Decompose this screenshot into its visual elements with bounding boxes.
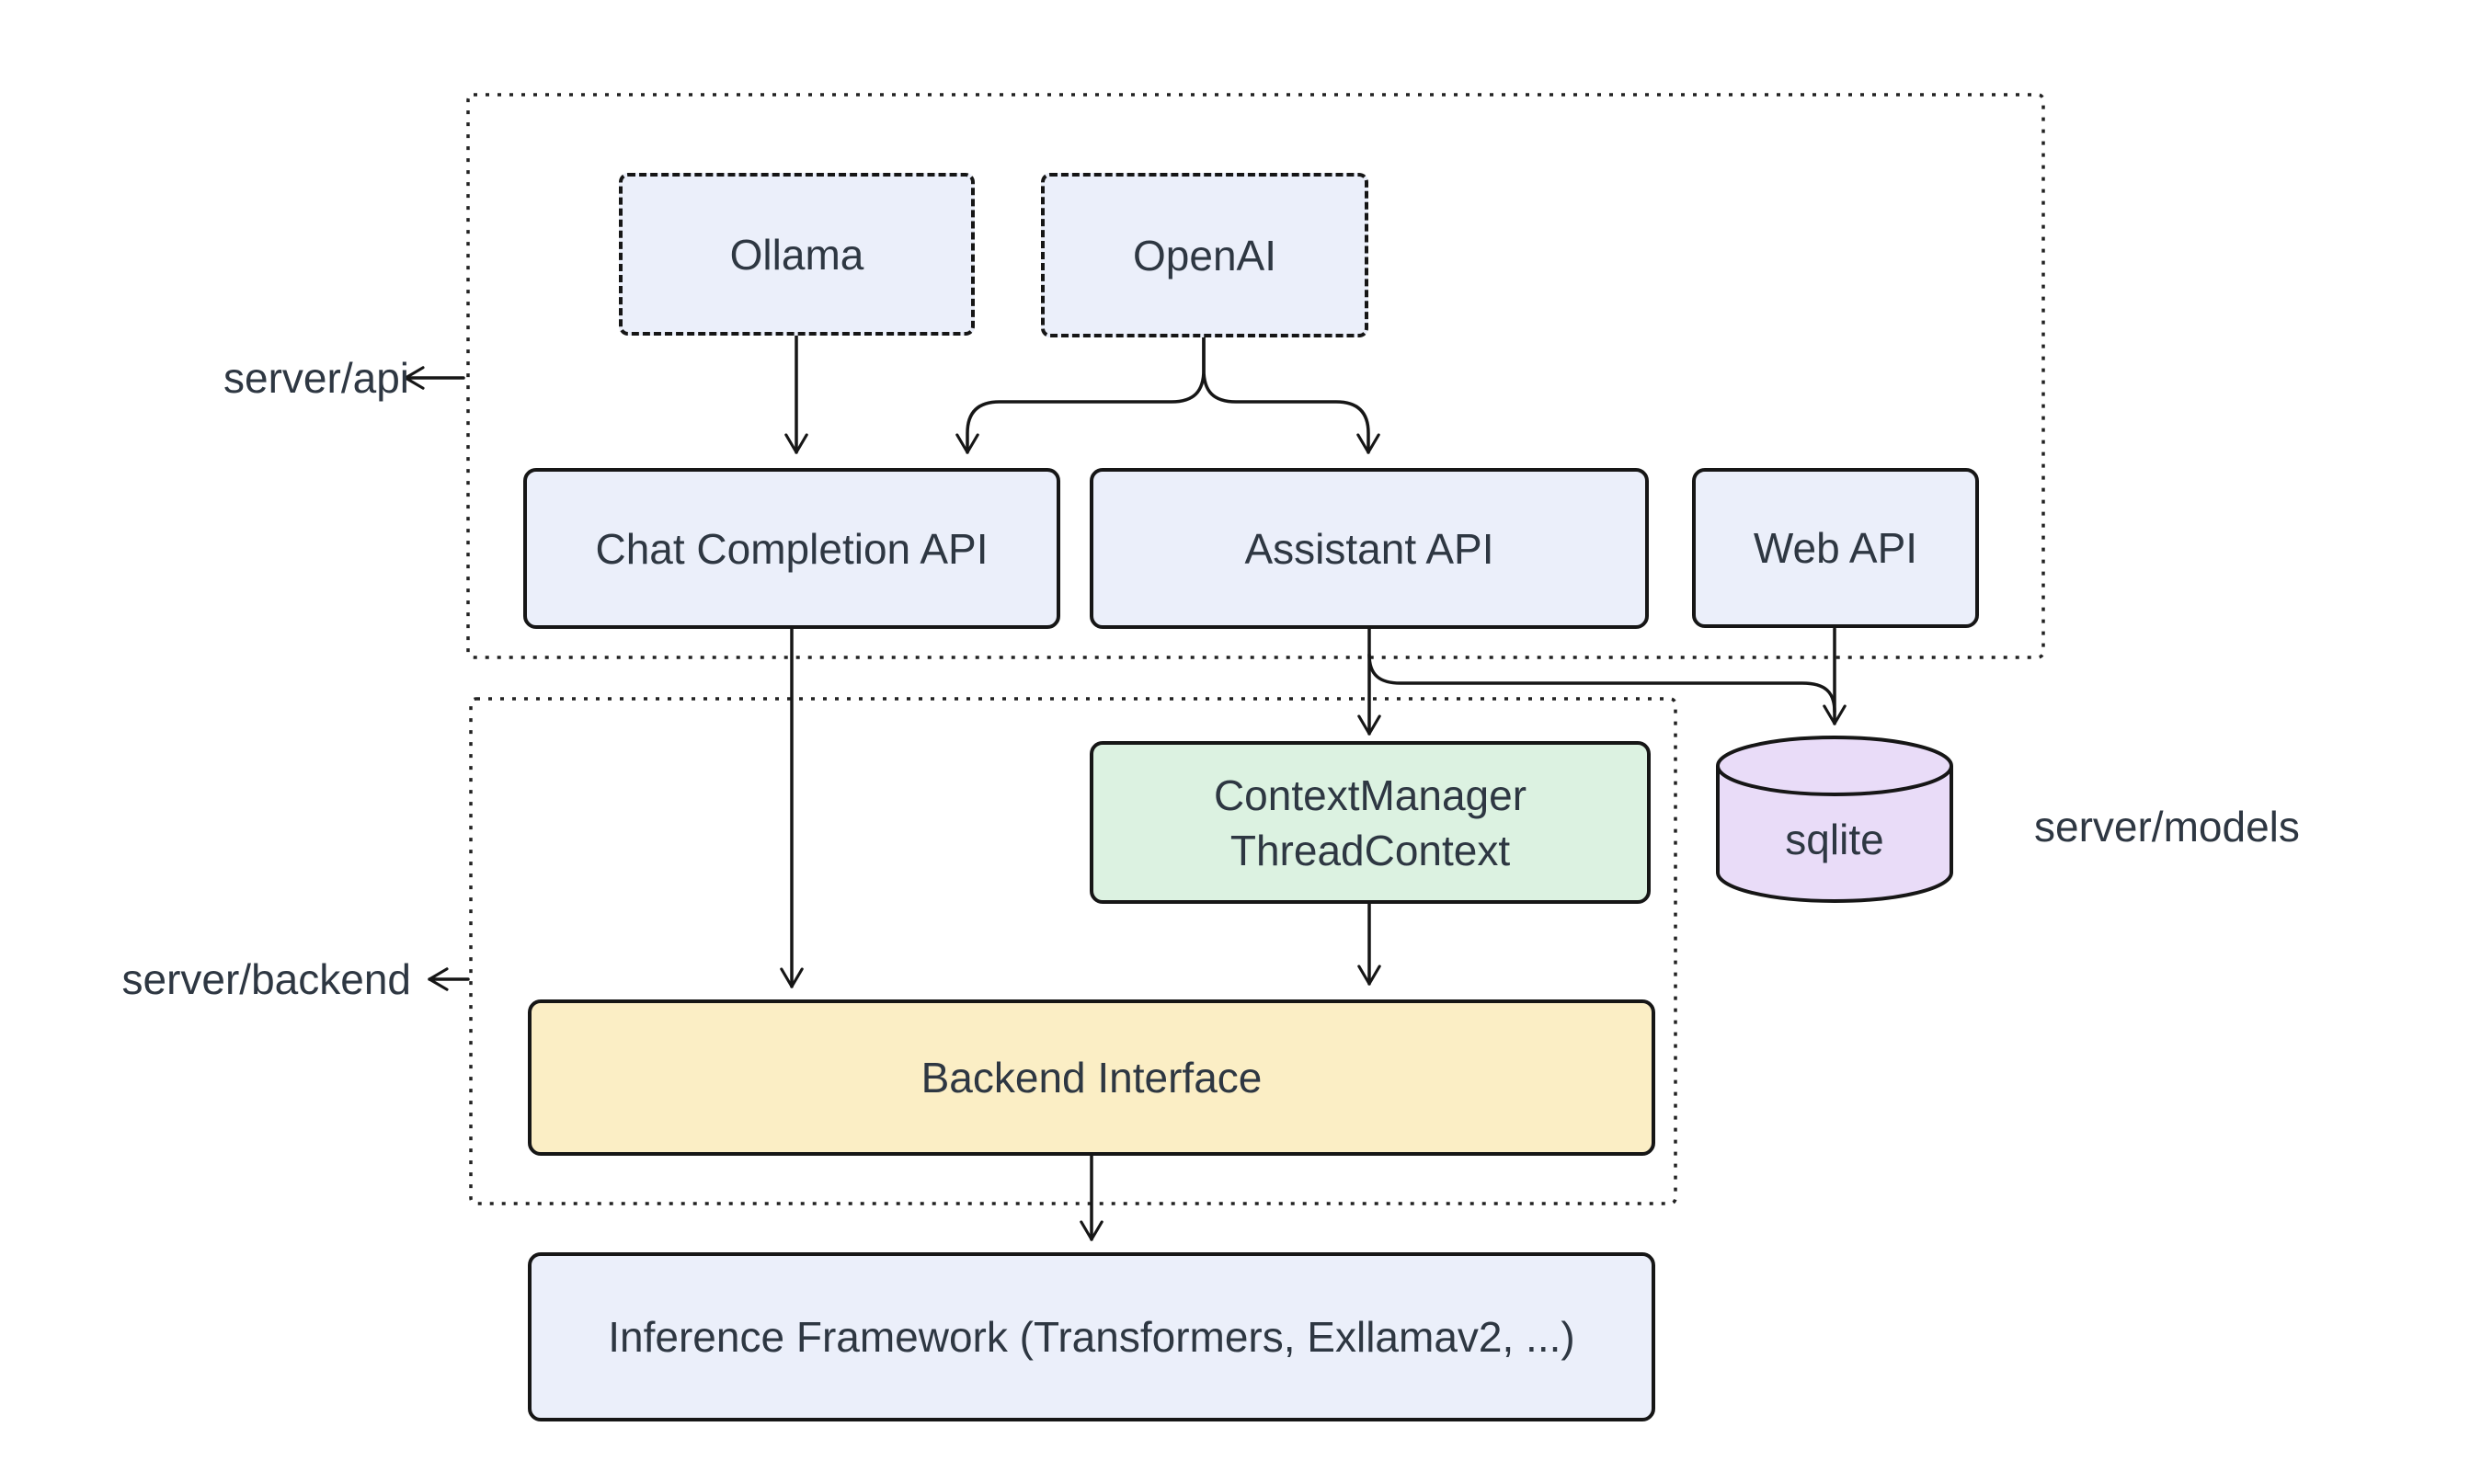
label-server-models: server/models (2034, 803, 2300, 850)
node-openai: OpenAI (1041, 173, 1368, 337)
node-context-manager: ContextManager ThreadContext (1090, 741, 1651, 904)
node-assistant-api-label: Assistant API (1244, 524, 1494, 573)
node-backend-interface-label: Backend Interface (921, 1054, 1263, 1102)
node-chat-completion-api-label: Chat Completion API (595, 524, 989, 573)
node-openai-label: OpenAI (1133, 231, 1276, 280)
label-server-backend: server/backend (121, 955, 412, 1003)
node-web-api-label: Web API (1753, 524, 1918, 572)
node-chat-completion-api: Chat Completion API (523, 468, 1060, 629)
node-context-manager-label-line2: ThreadContext (1229, 826, 1511, 874)
node-web-api: Web API (1692, 468, 1979, 628)
label-server-api: server/api (223, 354, 409, 402)
node-sqlite-label: sqlite (1785, 816, 1884, 863)
node-ollama-label: Ollama (729, 230, 864, 279)
node-context-manager-label-line1: ContextManager (1213, 771, 1527, 819)
node-ollama: Ollama (619, 173, 975, 336)
node-assistant-api: Assistant API (1090, 468, 1649, 629)
edge-assistant-api-to-sqlite (1367, 653, 1836, 713)
edge-openai-to-assistant-api (1202, 336, 1380, 454)
node-backend-interface: Backend Interface (528, 999, 1655, 1156)
node-inference-framework-label: Inference Framework (Transformers, Exlla… (608, 1313, 1575, 1361)
node-inference-framework: Inference Framework (Transformers, Exlla… (528, 1252, 1655, 1421)
edge-openai-to-chat-completion-api (955, 336, 1206, 454)
